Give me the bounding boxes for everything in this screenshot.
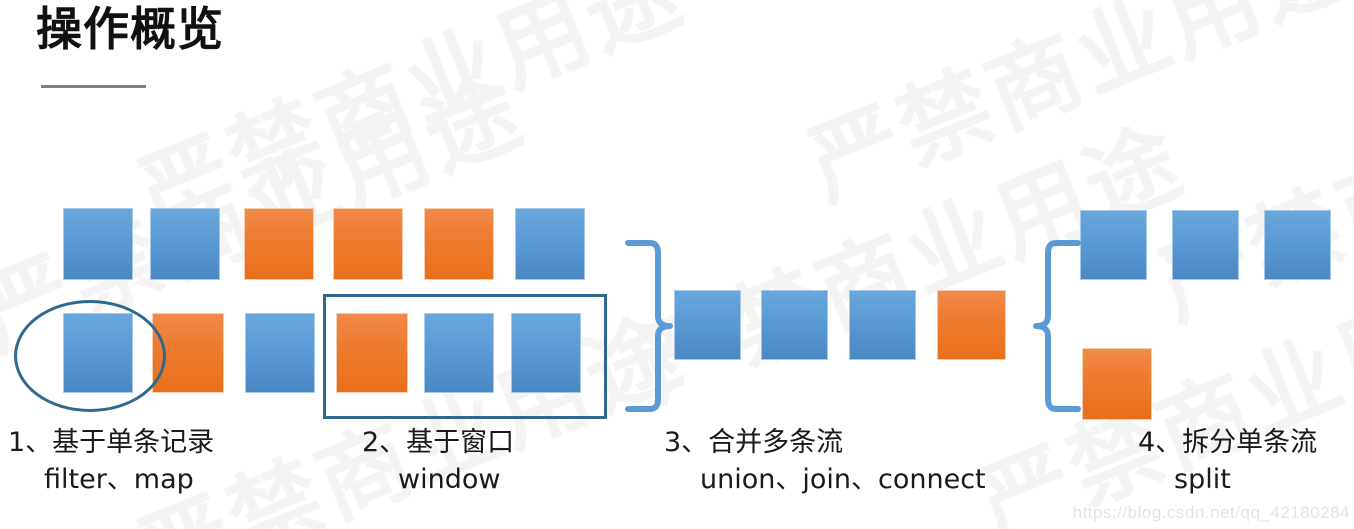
caption-merge-streams: 3、合并多条流 union、join、connect [664, 424, 986, 498]
square-blue [761, 290, 828, 360]
square-blue [1264, 210, 1331, 280]
page-title: 操作概览 [36, 2, 224, 56]
square-orange [424, 208, 494, 280]
caption-line-2: union、join、connect [700, 464, 986, 495]
square-blue [245, 313, 315, 393]
caption-line-1: 4、拆分单条流 [1138, 427, 1318, 458]
caption-line-2: filter、map [44, 464, 194, 495]
square-blue [1080, 210, 1147, 280]
caption-line-1: 3、合并多条流 [664, 427, 844, 458]
square-blue [63, 208, 133, 280]
caption-line-1: 2、基于窗口 [362, 427, 515, 458]
split-brace-icon [1026, 238, 1086, 414]
caption-window: 2、基于窗口 window [362, 424, 514, 498]
square-orange [1082, 348, 1152, 420]
square-orange [244, 208, 314, 280]
merge-brace-icon [620, 238, 680, 414]
square-orange [336, 313, 408, 393]
square-blue [150, 208, 220, 280]
square-blue [511, 313, 581, 393]
watermark-text: 严禁商业用途 [793, 0, 1354, 222]
square-orange [937, 290, 1006, 360]
caption-single-record: 1、基于单条记录 filter、map [8, 424, 214, 498]
caption-split-stream: 4、拆分单条流 split [1138, 424, 1317, 498]
square-blue [849, 290, 916, 360]
watermark-text: 严禁商业用途 [1143, 26, 1354, 342]
single-record-highlight-ellipse [14, 300, 166, 412]
caption-line-2: window [398, 464, 501, 495]
caption-line-1: 1、基于单条记录 [8, 427, 215, 458]
square-blue [424, 313, 494, 393]
title-underline-rule [41, 85, 146, 88]
square-blue [674, 290, 741, 360]
square-orange [333, 208, 403, 280]
square-blue [1172, 210, 1239, 280]
square-blue [515, 208, 585, 280]
window-highlight-rectangle [323, 294, 607, 419]
caption-line-2: split [1174, 464, 1231, 495]
source-url-watermark: https://blog.csdn.net/qq_42180284 [1072, 503, 1350, 522]
